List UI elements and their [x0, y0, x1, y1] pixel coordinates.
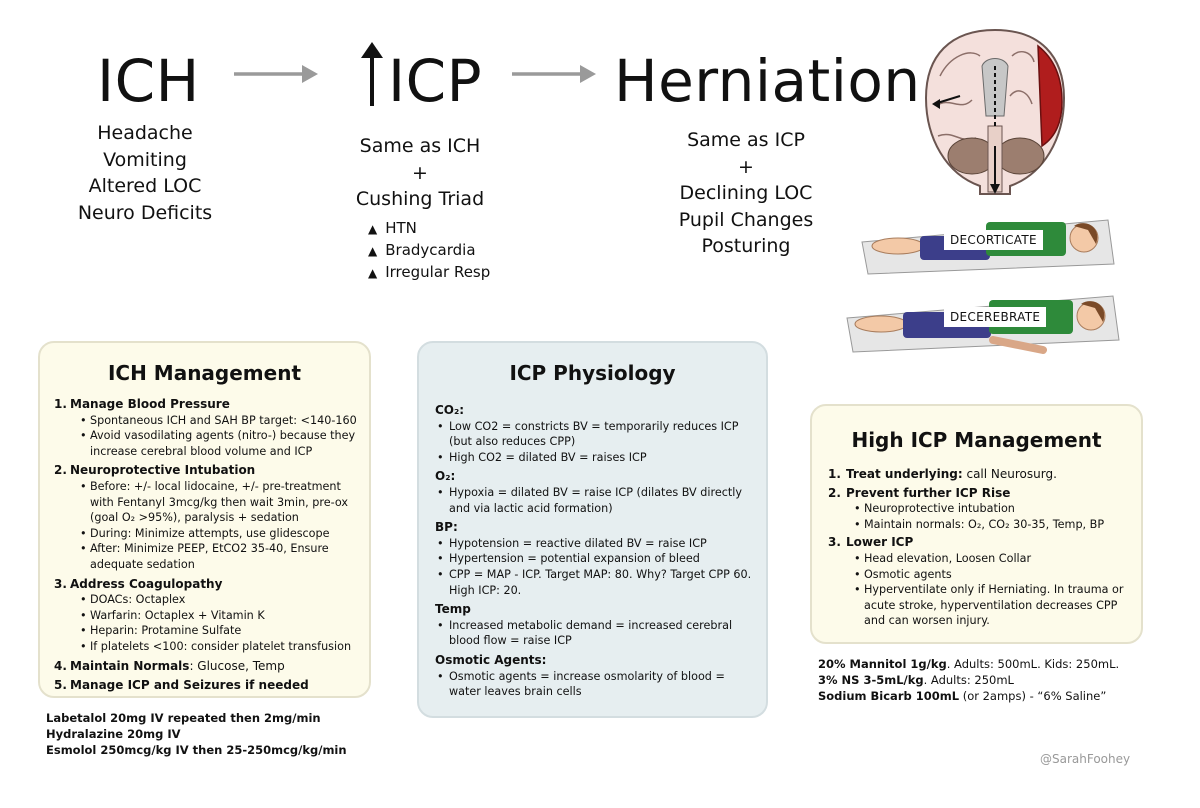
bp-drug-list: Labetalol 20mg IV repeated then 2mg/min …	[46, 710, 347, 758]
ich-management-panel: ICH Management 1.Manage Blood Pressure S…	[38, 341, 371, 698]
ich-management-list: 1.Manage Blood Pressure Spontaneous ICH …	[54, 393, 362, 694]
up-arrow-icon	[361, 42, 383, 106]
section-heading: Osmotic Agents:	[435, 652, 547, 667]
list-item: 1.Manage Blood Pressure	[54, 397, 230, 411]
section-heading: CO₂:	[435, 403, 465, 417]
list-item: 1.Treat underlying: call Neurosurg.	[828, 467, 1057, 481]
sub-item: Spontaneous ICH and SAH BP target: <140-…	[80, 413, 362, 429]
section-heading: O₂:	[435, 469, 456, 484]
list-item: 4.Maintain Normals: Glucose, Temp	[54, 658, 285, 673]
sub-item: Hyperventilate only if Herniating. In tr…	[854, 582, 1128, 629]
symptom-item: Vomiting	[103, 148, 187, 171]
sub-item: High CO2 = dilated BV = raises ICP	[435, 450, 755, 466]
sub-item: Hypertension = potential expansion of bl…	[435, 551, 755, 567]
same-as-icp: Same as ICP	[687, 129, 805, 151]
drug-item: Hydralazine 20mg IV	[46, 727, 181, 741]
panel-title: ICH Management	[107, 361, 302, 385]
herniation-item: Posturing	[701, 235, 791, 257]
decorticate-label: DECORTICATE	[944, 230, 1043, 250]
list-item: 5.Manage ICP and Seizures if needed	[54, 678, 309, 693]
sub-item: Low CO2 = constricts BV = temporarily re…	[435, 419, 755, 450]
panel-title: ICP Physiology	[509, 361, 676, 385]
list-item: 2.Neuroprotective Intubation	[54, 463, 256, 478]
list-item: 3.Lower ICP	[828, 535, 914, 550]
sub-item: Increased metabolic demand = increased c…	[435, 618, 755, 649]
section-heading: Temp	[435, 602, 471, 617]
icp-symptoms: Same as ICH + Cushing Triad	[340, 133, 500, 213]
sub-item: Heparin: Protamine Sulfate	[80, 623, 362, 639]
plus-sign: +	[738, 155, 754, 178]
dose-item: Sodium Bicarb 100mL (or 2amps) - “6% Sal…	[818, 689, 1107, 703]
herniation-symptoms: Same as ICP + Declining LOC Pupil Change…	[666, 127, 826, 260]
brain-herniation-illustration	[924, 28, 1066, 195]
cushing-triad-label: Cushing Triad	[355, 188, 485, 210]
arrow-icon	[234, 65, 318, 83]
triad-item: HTN	[368, 218, 490, 240]
list-item: 3.Address Coagulopathy	[54, 576, 223, 591]
ich-heading: ICH	[97, 47, 200, 115]
panel-title: High ICP Management	[851, 428, 1102, 452]
triad-item: Bradycardia	[368, 240, 490, 262]
sub-item: During: Minimize attempts, use glidescop…	[80, 526, 362, 542]
sub-item: Hypoxia = dilated BV = raise ICP (dilate…	[435, 485, 755, 516]
sub-item: Head elevation, Loosen Collar	[854, 551, 1128, 567]
author-credit: @SarahFoohey	[1040, 752, 1131, 766]
osmotic-dose-list: 20% Mannitol 1g/kg. Adults: 500mL. Kids:…	[818, 656, 1119, 704]
icp-physiology-panel: ICP Physiology CO₂: Low CO2 = constricts…	[417, 341, 768, 718]
icp-heading: ICP	[388, 47, 483, 115]
sub-item: After: Minimize PEEP, EtCO2 35-40, Ensur…	[80, 541, 362, 572]
herniation-item: Declining LOC	[679, 182, 813, 204]
dose-item: 3% NS 3-5mL/kg. Adults: 250mL	[818, 673, 1014, 687]
sub-item: CPP = MAP - ICP. Target MAP: 80. Why? Ta…	[435, 567, 755, 598]
sub-item: Osmotic agents = increase osmolarity of …	[435, 669, 755, 700]
decerebrate-label: DECEREBRATE	[944, 307, 1047, 327]
sub-item: Warfarin: Octaplex + Vitamin K	[80, 608, 362, 624]
section-heading: BP:	[435, 520, 458, 535]
sub-item: Neuroprotective intubation	[854, 501, 1128, 517]
sub-item: Maintain normals: O₂, CO₂ 30-35, Temp, B…	[854, 517, 1128, 533]
icp-physiology-list: CO₂: Low CO2 = constricts BV = temporari…	[435, 399, 755, 700]
triad-item: Irregular Resp	[368, 262, 490, 284]
herniation-item: Pupil Changes	[678, 208, 814, 231]
high-icp-management-panel: High ICP Management 1.Treat underlying: …	[810, 404, 1143, 644]
sub-item: Osmotic agents	[854, 567, 1128, 583]
cushing-triad-list: HTN Bradycardia Irregular Resp	[368, 218, 490, 284]
ich-symptom-list: Headache Vomiting Altered LOC Neuro Defi…	[65, 120, 225, 226]
same-as-ich: Same as ICH	[359, 135, 481, 157]
high-icp-list: 1.Treat underlying: call Neurosurg. 2.Pr…	[828, 464, 1128, 629]
symptom-item: Altered LOC	[88, 175, 202, 197]
sub-item: If platelets <100: consider platelet tra…	[80, 639, 362, 655]
sub-item: DOACs: Octaplex	[80, 592, 362, 608]
arrow-icon	[512, 65, 596, 83]
sub-item: Hypotension = reactive dilated BV = rais…	[435, 536, 755, 552]
sub-item: Before: +/- local lidocaine, +/- pre-tre…	[80, 479, 362, 526]
plus-sign: +	[412, 161, 428, 184]
drug-item: Esmolol 250mcg/kg IV then 25-250mcg/kg/m…	[46, 743, 347, 757]
symptom-item: Headache	[97, 122, 193, 144]
sub-item: Avoid vasodilating agents (nitro-) becau…	[80, 428, 362, 459]
list-item: 2.Prevent further ICP Rise	[828, 485, 1011, 500]
herniation-heading: Herniation	[614, 47, 921, 115]
symptom-item: Neuro Deficits	[77, 201, 213, 224]
dose-item: 20% Mannitol 1g/kg. Adults: 500mL. Kids:…	[818, 657, 1120, 671]
drug-item: Labetalol 20mg IV repeated then 2mg/min	[46, 711, 321, 725]
